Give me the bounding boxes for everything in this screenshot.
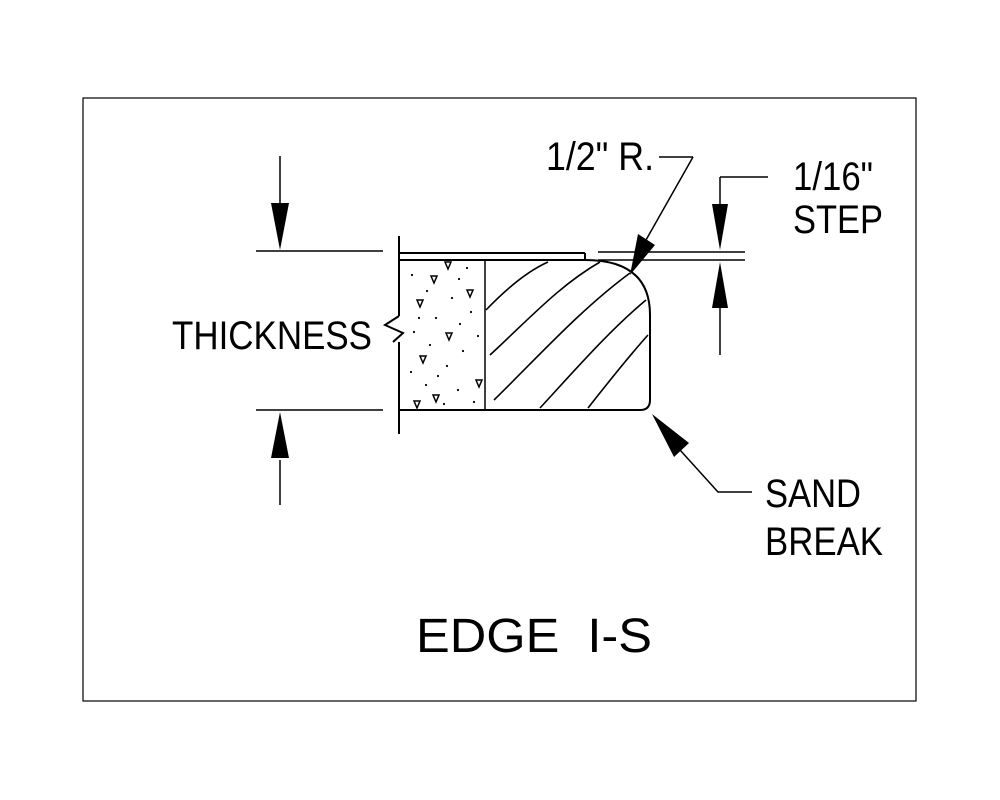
sand-break-leader xyxy=(652,414,752,493)
radius-label: 1/2" R. xyxy=(546,135,654,179)
break-line xyxy=(382,236,405,434)
step-dimension xyxy=(598,176,768,355)
thickness-arrow-down-icon xyxy=(271,203,289,250)
sand-label-line2: BREAK xyxy=(765,520,883,564)
sand-label-line1: SAND xyxy=(765,472,861,516)
radius-arrow-icon xyxy=(630,234,655,275)
thickness-label: THICKNESS xyxy=(172,314,372,358)
sand-break-arrow-icon xyxy=(652,414,689,457)
wood-grain xyxy=(485,261,649,409)
step-label-line2: STEP xyxy=(793,198,883,242)
step-label-line1: 1/16" xyxy=(793,155,873,199)
drawing-border xyxy=(82,97,917,702)
substrate-aggregate xyxy=(409,261,484,410)
radius-leader xyxy=(630,156,694,275)
edge-profile xyxy=(400,252,651,411)
step-arrow-down-icon xyxy=(712,204,728,250)
thickness-dimension xyxy=(256,156,383,505)
detail-title: EDGE I-S xyxy=(416,610,652,663)
step-arrow-up-icon xyxy=(712,262,728,308)
thickness-arrow-up-icon xyxy=(271,412,289,458)
substrate-section xyxy=(400,259,486,411)
